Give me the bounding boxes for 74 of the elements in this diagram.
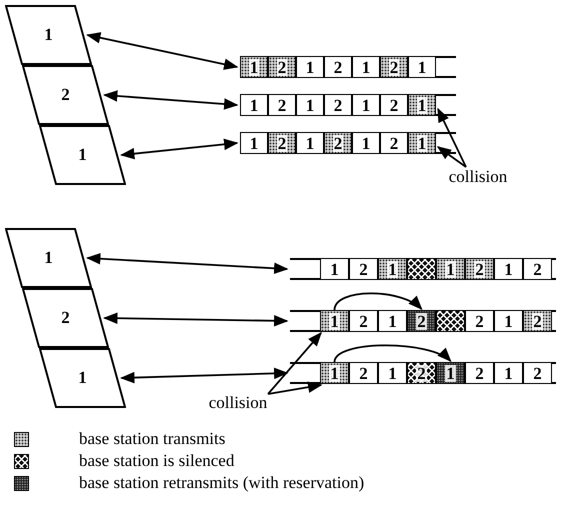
time-slot: 1: [320, 362, 349, 384]
slot-number: 1: [44, 25, 53, 45]
time-slot: 1: [378, 310, 407, 332]
time-slot: 2: [380, 132, 408, 154]
time-slot: 1: [436, 258, 465, 280]
time-slot-band: [290, 310, 556, 332]
arrow: [103, 90, 238, 110]
collision-label: collision: [436, 166, 520, 188]
time-slot: 1: [296, 94, 324, 116]
time-slot: 1: [320, 258, 349, 280]
time-slot: 2: [349, 362, 378, 384]
arrow: [120, 368, 288, 384]
time-slot: 1: [352, 132, 380, 154]
arrow: [120, 138, 238, 160]
time-slot: 1: [494, 362, 523, 384]
slot-number: 1: [78, 145, 87, 165]
curved-arrow: [334, 292, 423, 310]
time-slot: 2: [523, 310, 552, 332]
slot-number: 1: [44, 248, 53, 268]
arrow: [436, 146, 467, 168]
time-slot-band: [240, 94, 456, 116]
arrow: [267, 332, 322, 395]
arrow: [268, 382, 322, 395]
time-slot: 2: [268, 132, 296, 154]
time-slot: 1: [494, 310, 523, 332]
time-slot: 1: [240, 94, 268, 116]
time-slot: 2: [407, 362, 436, 384]
time-slot-band: [290, 362, 556, 384]
slot-number: 2: [61, 85, 70, 105]
time-slot: 2: [324, 94, 352, 116]
time-slot: [436, 310, 465, 332]
legend-text: base station is silenced: [79, 451, 234, 471]
legend-text: base station retransmits (with reservation): [79, 473, 364, 493]
arrow: [103, 312, 288, 327]
time-slot: 2: [349, 258, 378, 280]
time-slot: 1: [494, 258, 523, 280]
time-slot: 2: [324, 132, 352, 154]
time-slot: 2: [324, 56, 352, 78]
time-slot: 1: [296, 56, 324, 78]
time-slot: 1: [240, 56, 268, 78]
time-slot: 1: [408, 56, 436, 78]
time-slot: 2: [268, 56, 296, 78]
time-slot: 1: [352, 56, 380, 78]
time-slot: 2: [407, 310, 436, 332]
collision-label: collision: [196, 392, 280, 414]
legend-text: base station transmits: [79, 429, 226, 449]
time-slot-band: [290, 258, 556, 280]
slot-number: 1: [78, 368, 87, 388]
time-slot: 1: [296, 132, 324, 154]
time-slot: 2: [465, 258, 494, 280]
time-slot: 2: [465, 362, 494, 384]
time-slot: 2: [349, 310, 378, 332]
arrow: [86, 32, 238, 70]
slot-number: 2: [61, 308, 70, 328]
time-slot: 1: [408, 132, 436, 154]
time-slot: 2: [465, 310, 494, 332]
time-slot: 2: [523, 258, 552, 280]
time-slot-band: [240, 132, 456, 154]
time-slot-band: [240, 56, 456, 78]
time-slot: [407, 258, 436, 280]
curved-arrow: [334, 344, 452, 362]
time-slot: 2: [523, 362, 552, 384]
time-slot: 1: [240, 132, 268, 154]
time-slot: 2: [380, 56, 408, 78]
time-slot: 1: [320, 310, 349, 332]
time-slot: 1: [378, 362, 407, 384]
time-slot: 1: [408, 94, 436, 116]
time-slot: 1: [352, 94, 380, 116]
time-slot: 1: [378, 258, 407, 280]
arrow: [437, 108, 467, 168]
arrow: [86, 252, 288, 274]
time-slot: 2: [268, 94, 296, 116]
time-slot: 2: [380, 94, 408, 116]
time-slot: 1: [436, 362, 465, 384]
